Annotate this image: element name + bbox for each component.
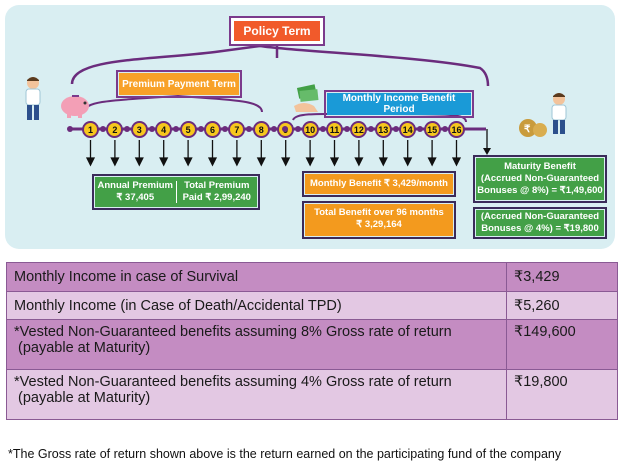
year-arrow-head <box>427 157 437 167</box>
year-circle-7: 7 <box>228 121 246 138</box>
year-arrow-head <box>207 157 218 167</box>
timeline-dot <box>441 126 448 132</box>
monthly-benefit-box: Monthly Benefit ₹ 3,429/month <box>302 171 456 197</box>
benefits-table: Monthly Income in case of Survival ₹3,42… <box>6 262 618 420</box>
total-premium-label: Total Premium <box>184 180 250 191</box>
maturity-alt-line2: Bonuses @ 4%) = ₹19,800 <box>481 223 599 234</box>
year-arrow-head <box>403 157 413 167</box>
timeline-dot <box>100 126 106 132</box>
policy-term-bracket <box>70 44 490 87</box>
monthly-benefit-text: Monthly Benefit ₹ 3,429/month <box>309 178 448 189</box>
timeline-dot <box>271 126 277 132</box>
row-amount: ₹19,800 <box>506 369 618 420</box>
timeline-dot <box>392 126 399 132</box>
timeline-graphics <box>70 44 491 167</box>
year-arrow-head <box>110 157 120 167</box>
year-circle-5: 5 <box>179 121 197 138</box>
monthly-income-benefit-period-label: Monthly Income Benefit Period <box>324 90 474 118</box>
table-row: Monthly Income in case of Survival ₹3,42… <box>6 262 618 292</box>
policy-term-label: Policy Term <box>229 16 325 46</box>
premium-box: Annual Premium ₹ 37,405 Total Premium Pa… <box>92 174 260 210</box>
ppt-bracket <box>83 94 263 113</box>
policy-term-text: Policy Term <box>234 21 320 41</box>
row-amount: ₹149,600 <box>506 319 618 370</box>
money-bags-icon: ₹ <box>519 119 547 137</box>
total-benefit-box: Total Benefit over 96 months ₹ 3,29,164 <box>302 201 456 239</box>
year-circle-12: 12 <box>350 121 368 138</box>
year-circle-11: 11 <box>326 121 343 138</box>
year-arrow-head <box>134 157 144 167</box>
table-row: *Vested Non-Guaranteed benefits assuming… <box>6 319 618 370</box>
row-label-cell: *Vested Non-Guaranteed benefits assuming… <box>6 369 507 420</box>
year-arrow-head <box>183 157 193 167</box>
timeline-dot <box>222 126 228 132</box>
year-arrow-head <box>281 157 291 167</box>
year-circle-10: 10 <box>301 121 319 138</box>
row-label: *Vested Non-Guaranteed benefits assuming… <box>14 374 452 390</box>
year-circle-16: 16 <box>448 121 465 138</box>
annual-premium-label: Annual Premium <box>97 180 174 191</box>
year-circle-14: 14 <box>399 121 417 138</box>
timeline-dot <box>282 126 288 132</box>
timeline-start-dot <box>67 126 73 132</box>
timeline-dot <box>319 126 326 132</box>
year-arrow-head <box>305 157 315 167</box>
year-arrow-head <box>159 157 169 167</box>
year-arrow-head <box>256 157 266 167</box>
year-circle-13: 13 <box>374 121 392 138</box>
year-circle-8: 8 <box>252 121 270 138</box>
annual-premium-value: ₹ 37,405 <box>116 192 155 203</box>
total-benefit-line1: Total Benefit over 96 months <box>314 207 444 218</box>
year-arrow-head <box>451 157 462 167</box>
person-left-icon <box>25 77 41 120</box>
timeline-dot <box>368 126 375 132</box>
timeline-dot <box>417 126 424 132</box>
year-arrow-head <box>354 157 364 167</box>
year-arrow-head <box>329 157 340 167</box>
maturity-alt-line1: (Accrued Non-Guaranteed <box>480 211 600 222</box>
row-label: Monthly Income in case of Survival <box>6 262 507 292</box>
money-hand-icon <box>294 84 319 112</box>
svg-text:₹: ₹ <box>524 124 531 135</box>
total-benefit-line2: ₹ 3,29,164 <box>356 219 402 230</box>
maturity-benefit-line3: Bonuses @ 8%) = ₹1,49,600 <box>477 185 603 196</box>
year-circle-15: 15 <box>423 121 441 138</box>
row-label-cell: *Vested Non-Guaranteed benefits assuming… <box>6 319 507 370</box>
year-arrow-head <box>85 157 96 167</box>
timeline-dot <box>173 126 180 132</box>
year-circle-6: 6 <box>204 121 221 138</box>
year-circle-1: 1 <box>82 121 99 138</box>
maturity-benefit-line1: Maturity Benefit <box>504 161 576 172</box>
maturity-benefit-box: Maturity Benefit (Accrued Non-Guaranteed… <box>473 155 607 203</box>
timeline-dot <box>148 126 155 132</box>
table-row: *Vested Non-Guaranteed benefits assuming… <box>6 369 618 420</box>
premium-divider <box>175 181 177 203</box>
row-label: Monthly Income (in Case of Death/Acciden… <box>6 291 507 320</box>
timeline-dot <box>197 126 204 132</box>
maturity-benefit-line2: (Accrued Non-Guaranteed <box>480 173 600 184</box>
year-arrow-head <box>232 157 242 167</box>
row-sublabel: (payable at Maturity) <box>14 340 151 356</box>
table-row: Monthly Income (in Case of Death/Acciden… <box>6 291 618 320</box>
row-label: *Vested Non-Guaranteed benefits assuming… <box>14 324 452 340</box>
timeline-dot <box>124 126 131 132</box>
row-amount: ₹5,260 <box>506 291 618 320</box>
premium-payment-term-label: Premium Payment Term <box>116 70 242 98</box>
maturity-alt-box: (Accrued Non-Guaranteed Bonuses @ 4%) = … <box>473 207 607 239</box>
timeline-dot <box>295 126 302 132</box>
piggy-bank-icon <box>61 95 89 118</box>
year-arrow-head <box>378 157 388 167</box>
year-circle-3: 3 <box>130 121 148 138</box>
timeline-dot <box>246 126 253 132</box>
timeline-dot <box>344 126 350 132</box>
row-sublabel: (payable at Maturity) <box>14 390 151 406</box>
year-circle-4: 4 <box>155 121 173 138</box>
row-amount: ₹3,429 <box>506 262 618 292</box>
person-right-icon <box>551 93 567 134</box>
total-premium-value: Paid ₹ 2,99,240 <box>182 192 251 203</box>
year-circle-2: 2 <box>106 121 124 138</box>
footnote: *The Gross rate of return shown above is… <box>8 447 562 461</box>
